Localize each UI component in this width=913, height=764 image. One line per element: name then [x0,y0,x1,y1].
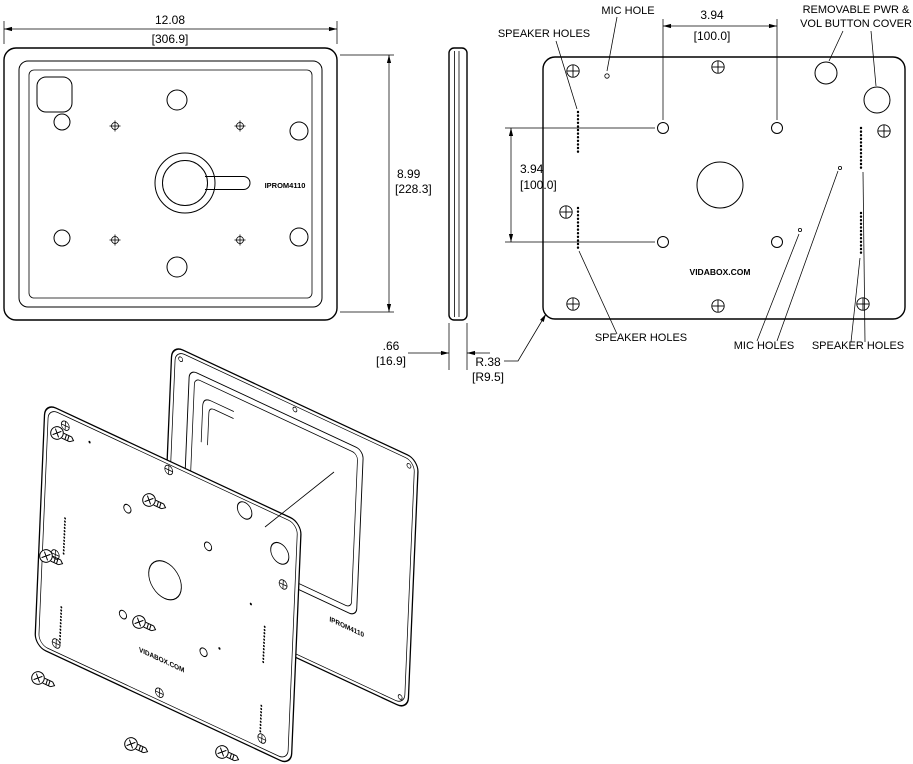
vesa-height-dimension: 3.94 [100.0] [505,127,655,243]
vesa-height-value-mm: [100.0] [520,178,557,192]
frame-camera-notch [200,399,234,446]
vesa-width-value-mm: [100.0] [694,29,731,43]
front-screw-holes [109,120,246,246]
corner-radius-value-in: R.38 [475,355,501,369]
side-thickness-value-mm: [16.9] [376,354,406,368]
plate-power-hole [236,501,253,520]
front-inner-edge [18,60,323,308]
vesa-width-value-in: 3.94 [700,8,724,22]
speaker-hole-columns [576,110,863,255]
side-thickness-value-in: .66 [383,339,400,353]
speaker-holes-bottom-label: SPEAKER HOLES [595,332,687,344]
plate-speaker-columns [58,517,266,744]
front-view: IPROM4110 12.08 [306.9] 8.99 [228.3] [3,13,432,321]
pwr-cover-label-line1: REMOVABLE PWR & [803,4,910,16]
exploded-back-plate: VIDABOX.COM [34,406,302,763]
plate-cover-hole [270,541,290,565]
speaker-holes-right-label: SPEAKER HOLES [812,340,904,352]
mic-hole-marks [604,73,843,232]
front-camera-pocket [36,76,73,113]
exploded-view: IPROM4110 [29,348,419,764]
back-view: VIDABOX.COM 3.94 [100.0] 3.94 [100.0] R.… [472,4,912,384]
corner-radius-dimension: R.38 [R9.5] [472,313,547,384]
corner-radius-value-mm: [R9.5] [472,370,504,384]
power-button-hole [814,61,838,85]
front-height-dimension: 8.99 [228.3] [340,54,432,313]
front-model-text: IPROM4110 [265,181,306,190]
back-plate-outline [542,56,906,320]
front-access-holes [53,89,309,278]
center-cable-hole [696,161,744,209]
front-keyhole-slot [154,152,251,214]
plate-vesa-holes [118,503,213,658]
pwr-vol-cover-hole [863,86,891,114]
front-recess-edge [28,69,313,299]
front-width-value-mm: [306.9] [152,32,189,46]
mic-hole-label: MIC HOLE [601,5,654,17]
plate-mic-holes [88,440,252,650]
front-width-value-in: 12.08 [155,13,185,27]
vesa-height-value-in: 3.94 [520,162,544,176]
plate-center-hole [148,560,182,601]
side-profile-outline [448,47,468,321]
back-view-callouts: MIC HOLE SPEAKER HOLES REMOVABLE PWR & V… [498,4,912,352]
mic-holes-label: MIC HOLES [734,340,795,352]
front-width-dimension: 12.08 [306.9] [3,13,338,46]
side-view: .66 [16.9] [376,47,490,370]
speaker-holes-top-label: SPEAKER HOLES [498,28,590,40]
vesa-width-dimension: 3.94 [100.0] [662,8,778,120]
front-outer-edge [3,47,338,321]
pwr-cover-label-line2: VOL BUTTON COVER [800,18,912,30]
front-height-value-in: 8.99 [397,167,421,181]
front-height-value-mm: [228.3] [395,182,432,196]
side-thickness-dimension: .66 [16.9] [376,323,490,370]
assembly-alignment-line [264,471,335,528]
vesa-holes [657,122,783,248]
back-brand-text: VIDABOX.COM [690,267,751,277]
